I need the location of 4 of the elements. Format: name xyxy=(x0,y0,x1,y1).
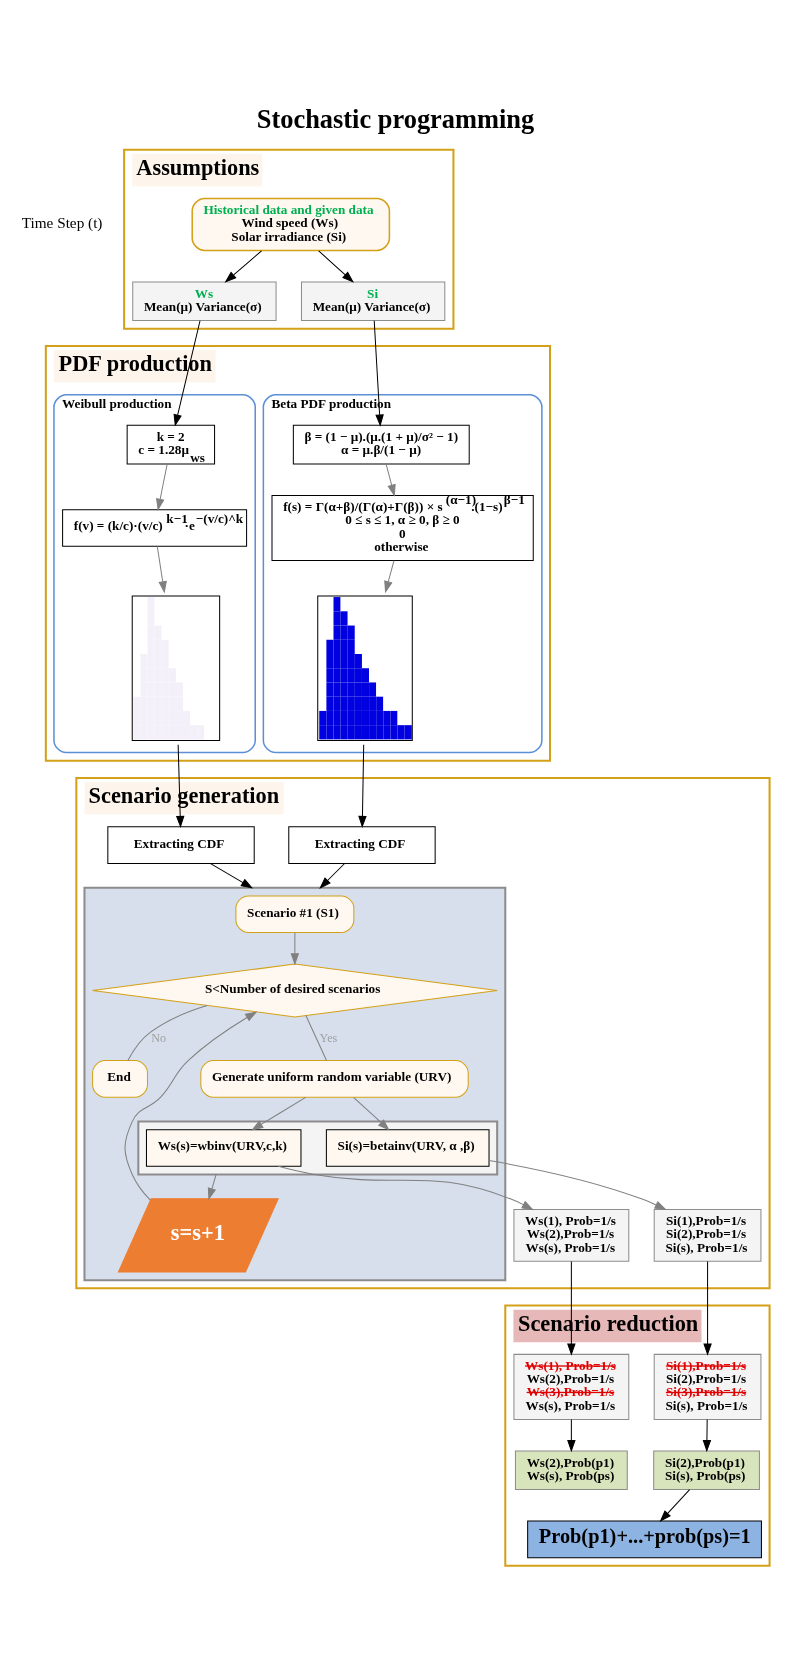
edge-label: No xyxy=(151,1030,167,1045)
diagram-title: Stochastic programming xyxy=(256,103,535,134)
edge-label: Yes xyxy=(319,1030,338,1045)
label: Time Step (t) xyxy=(21,213,103,231)
